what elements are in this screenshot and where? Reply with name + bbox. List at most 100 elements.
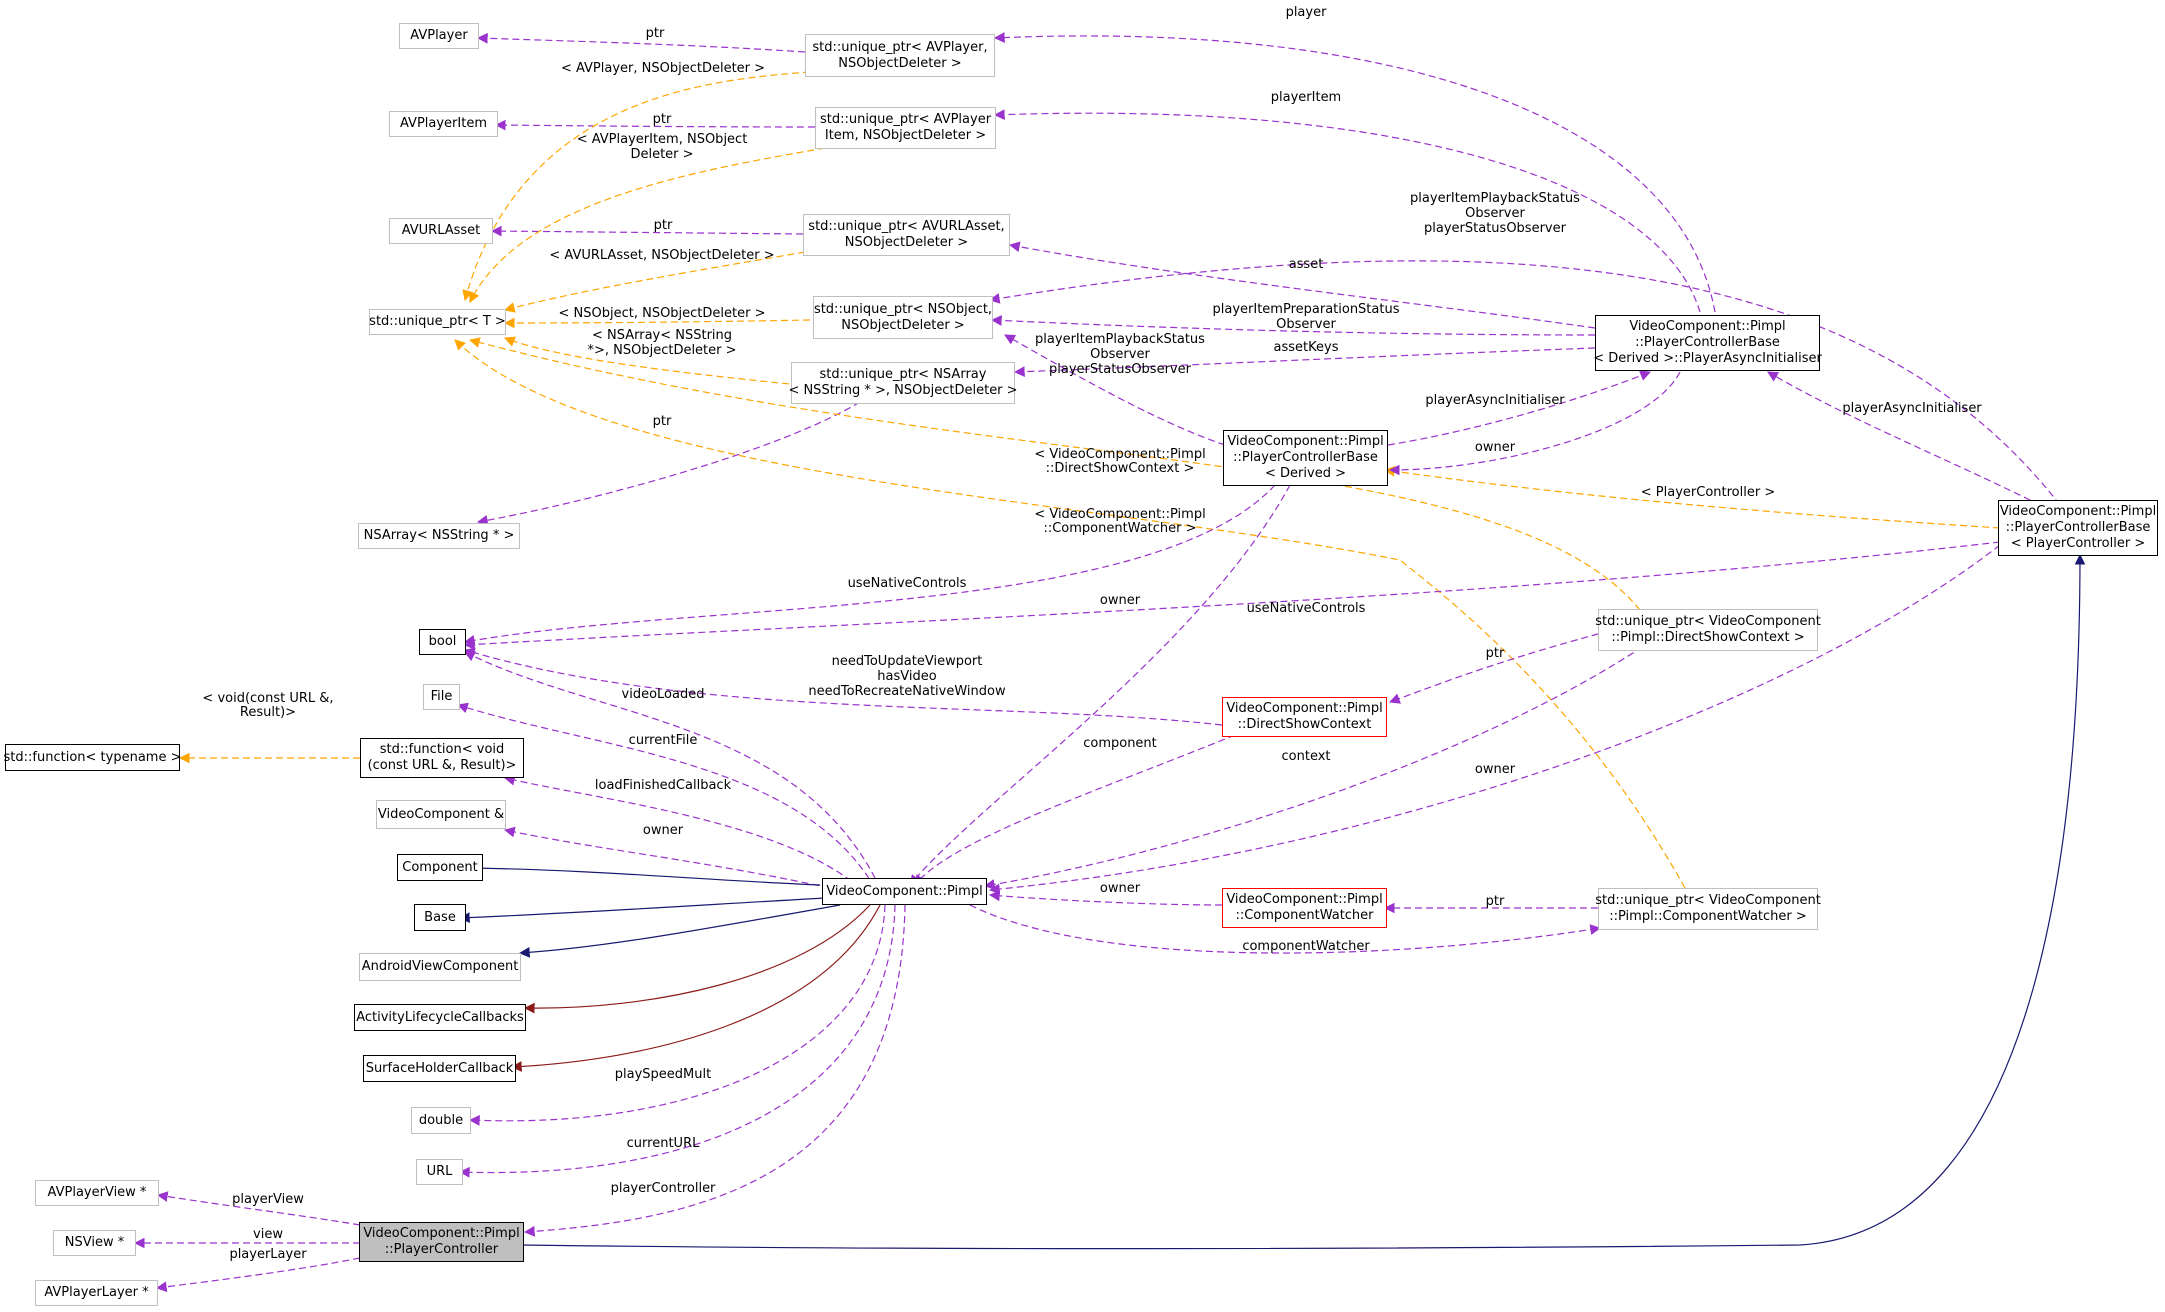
- edge-inherit-base: [458, 897, 826, 923]
- node-std-function-void[interactable]: std::function< void (const URL &, Result…: [360, 738, 524, 778]
- edge-pips-mid: [1004, 334, 1226, 446]
- label-pips-top-2: Observer: [1465, 206, 1525, 221]
- edge-assetkeys: [1013, 347, 1596, 378]
- label-bool-vars-3: needToRecreateNativeWindow: [808, 684, 1006, 699]
- node-bool[interactable]: bool: [419, 629, 466, 655]
- edge-async-owner: [1388, 371, 1681, 476]
- edge-playerlayer: [155, 1257, 361, 1293]
- label-tpl-avplayer: < AVPlayer, NSObjectDeleter >: [561, 61, 765, 76]
- label-ptr-nsarray: ptr: [653, 414, 672, 429]
- node-unique-ptr-avplayer[interactable]: std::unique_ptr< AVPlayer, NSObjectDelet…: [805, 34, 995, 77]
- node-unique-ptr-t[interactable]: std::unique_ptr< T >: [369, 309, 506, 335]
- label-tpl-nsarray-2: *>, NSObjectDeleter >: [587, 343, 736, 358]
- edge-playspeed: [468, 904, 886, 1126]
- node-component[interactable]: Component: [397, 854, 483, 881]
- label-async-2: playerAsyncInitialiser: [1842, 401, 1982, 416]
- label-tpl-pc: < PlayerController >: [1641, 485, 1775, 500]
- label-playerview: playerView: [232, 1192, 304, 1207]
- edge-inherit-pcb: [521, 553, 2086, 1250]
- node-direct-show-context[interactable]: VideoComponent::Pimpl ::DirectShowContex…: [1222, 697, 1387, 737]
- label-tpl-avurlasset: < AVURLAsset, NSObjectDeleter >: [549, 248, 774, 263]
- node-file[interactable]: File: [423, 684, 460, 710]
- node-avplayerview-ptr[interactable]: AVPlayerView *: [35, 1180, 159, 1206]
- node-url[interactable]: URL: [416, 1159, 463, 1185]
- label-pips-mid-2: Observer: [1090, 347, 1150, 362]
- label-ptr-cw: ptr: [1486, 894, 1505, 909]
- node-nsarray-nsstring[interactable]: NSArray< NSString * >: [358, 523, 520, 549]
- label-ptr-avplayeritem: ptr: [653, 112, 672, 127]
- edge-asset: [1008, 241, 1596, 329]
- node-player-async-initialiser[interactable]: VideoComponent::Pimpl ::PlayerController…: [1593, 315, 1822, 371]
- label-tpl-cw-1: < VideoComponent::Pimpl: [1034, 507, 1205, 522]
- edge-owner-derived: [909, 484, 1291, 886]
- edge-inherit-activity: [523, 904, 871, 1014]
- node-unique-ptr-avplayeritem[interactable]: std::unique_ptr< AVPlayer Item, NSObject…: [815, 107, 996, 149]
- label-tpl-nsobject: < NSObject, NSObjectDeleter >: [558, 306, 765, 321]
- label-pips-mid-3: playerStatusObserver: [1049, 362, 1192, 377]
- edge-tpl-avplayer: [462, 71, 811, 302]
- node-double[interactable]: double: [411, 1107, 471, 1134]
- edge-owner-pc: [988, 544, 2001, 895]
- node-nsview-ptr[interactable]: NSView *: [53, 1230, 136, 1256]
- label-component: component: [1083, 736, 1157, 751]
- node-videocomponent-pimpl[interactable]: VideoComponent::Pimpl: [822, 878, 987, 905]
- edge-videoloaded: [464, 651, 881, 889]
- label-pips-top-1: playerItemPlaybackStatus: [1410, 191, 1580, 206]
- edge-component: [914, 734, 1236, 886]
- label-player: player: [1286, 5, 1328, 20]
- edge-pipo: [990, 315, 1596, 336]
- label-playeritem: playerItem: [1271, 90, 1341, 105]
- node-android-view-component[interactable]: AndroidViewComponent: [359, 953, 521, 981]
- label-playerlayer: playerLayer: [229, 1247, 307, 1262]
- edge-async-1: [1387, 370, 1652, 446]
- label-ptr-avurlasset: ptr: [654, 218, 673, 233]
- node-avplayeritem[interactable]: AVPlayerItem: [389, 111, 498, 137]
- node-player-controller-base-derived[interactable]: VideoComponent::Pimpl ::PlayerController…: [1223, 430, 1388, 486]
- node-avurlasset[interactable]: AVURLAsset: [389, 218, 493, 244]
- node-std-function[interactable]: std::function< typename >: [4, 744, 181, 771]
- node-avplayer[interactable]: AVPlayer: [399, 23, 479, 49]
- node-activity-lifecycle-callbacks[interactable]: ActivityLifecycleCallbacks: [354, 1004, 526, 1031]
- label-tpl-dsc-2: ::DirectShowContext >: [1046, 461, 1195, 476]
- edge-componentwatcher: [969, 904, 1602, 954]
- node-surface-holder-callback[interactable]: SurfaceHolderCallback: [363, 1055, 516, 1082]
- label-owner-cw: owner: [1100, 881, 1141, 896]
- edge-ptr-dsc: [1388, 627, 1621, 704]
- label-tpl-cw-2: ::ComponentWatcher >: [1043, 521, 1196, 536]
- edge-tpl-nsobject: [503, 317, 811, 329]
- label-bool-vars-2: hasVideo: [877, 669, 936, 684]
- node-unique-ptr-direct-show-context[interactable]: std::unique_ptr< VideoComponent ::Pimpl:…: [1595, 609, 1821, 651]
- edge-owner-cw: [988, 890, 1223, 906]
- label-view: view: [253, 1227, 283, 1242]
- label-pipo-2: Observer: [1276, 317, 1336, 332]
- label-playercontroller: playerController: [611, 1181, 716, 1196]
- node-unique-ptr-nsarray[interactable]: std::unique_ptr< NSArray < NSString * >,…: [788, 362, 1018, 404]
- node-player-controller[interactable]: VideoComponent::Pimpl ::PlayerController: [359, 1222, 524, 1262]
- edge-currenturl: [458, 904, 896, 1178]
- label-tpl-nsarray-1: < NSArray< NSString: [592, 328, 732, 343]
- node-unique-ptr-avurlasset[interactable]: std::unique_ptr< AVURLAsset, NSObjectDel…: [803, 214, 1010, 256]
- node-unique-ptr-nsobject[interactable]: std::unique_ptr< NSObject, NSObjectDelet…: [813, 296, 993, 339]
- node-base[interactable]: Base: [414, 904, 466, 931]
- edge-playercontroller: [523, 904, 906, 1237]
- label-componentwatcher: componentWatcher: [1242, 939, 1370, 954]
- label-currenturl: currentURL: [627, 1136, 700, 1151]
- edge-tpl-nsarray: [503, 336, 801, 386]
- label-owner-async: owner: [1475, 440, 1516, 455]
- label-ptr-avplayer: ptr: [646, 26, 665, 41]
- label-currentfile: currentFile: [629, 733, 698, 748]
- label-bool-vars-1: needToUpdateViewport: [832, 654, 983, 669]
- node-player-controller-base-pc[interactable]: VideoComponent::Pimpl ::PlayerController…: [1998, 500, 2158, 556]
- edge-inherit-component: [468, 862, 821, 886]
- edge-currentfile: [456, 702, 876, 889]
- node-unique-ptr-component-watcher[interactable]: std::unique_ptr< VideoComponent ::Pimpl:…: [1595, 888, 1821, 930]
- label-owner-pc: owner: [1475, 762, 1516, 777]
- label-loadfinished: loadFinishedCallback: [595, 778, 732, 793]
- node-videocomponent-ref[interactable]: VideoComponent &: [376, 800, 506, 829]
- node-avplayerlayer-ptr[interactable]: AVPlayerLayer *: [35, 1280, 158, 1306]
- node-component-watcher[interactable]: VideoComponent::Pimpl ::ComponentWatcher: [1222, 888, 1387, 928]
- label-ptr-dsc: ptr: [1486, 646, 1505, 661]
- edge-context: [983, 627, 1671, 890]
- edge-bool-vars: [463, 647, 1223, 726]
- label-tpl-dsc-1: < VideoComponent::Pimpl: [1034, 447, 1205, 462]
